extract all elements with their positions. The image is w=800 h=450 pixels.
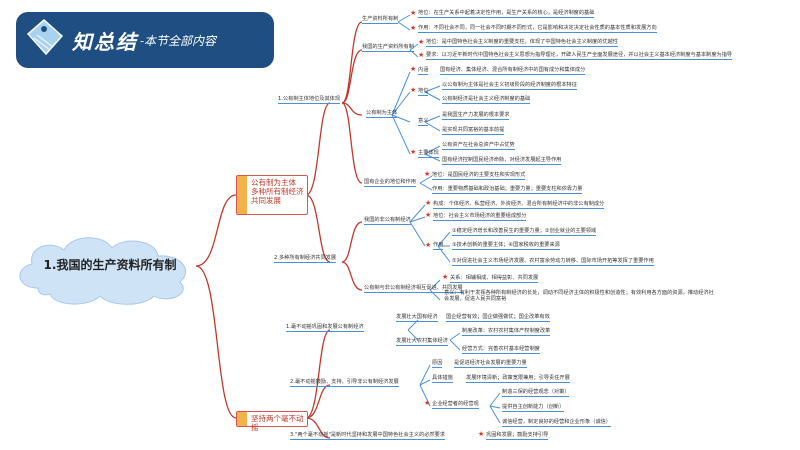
star-icon: ★ [410,148,417,156]
node-non-public-composition: 构成：个体经济、私营经济、外资经济、混合所有制经济中的非公有制成分 [433,201,605,209]
header-title: 知总结 [72,30,138,54]
node-position-item: 公有制经济是社会主义经济制度的基础 [442,96,531,104]
star-icon: ★ [418,51,425,59]
node-meaning-item: 是我国生产力发展的根本要求 [442,112,510,120]
node-state-owned-text: 国企经营有效；国企做强做优；国企改革有效 [446,314,550,322]
sub-multi-ownership[interactable]: 2.多种所有制经济共同发展 [274,255,337,263]
node-position-item: 以公有制为主体是社会主义初级阶段的经济制度的根本特征 [442,82,577,90]
sub-public-main-position[interactable]: 1.公有制主体地位及其体现 [278,96,341,104]
star-icon: ★ [410,24,417,32]
node-non-public-role-item: ①稳定经济增长和改善民生的重要力量；②创业就业的主要领域 [452,228,597,236]
node-prod-relation-status: 地位：在生产关系中起着决定性作用，是生产关系的核心，是经济制度的基础 [418,10,595,18]
node-non-public-role-item: ⑤对促进社会主义市场经济发展、农村富余劳动力转移、国际市场开拓等发挥了重要作用 [452,258,654,266]
price-tag-icon [26,19,64,56]
branch-public-ownership[interactable]: 公有制为主体 多种所有制经济共同发展 [236,175,308,215]
node-common-relation: 关系：相辅相成、相得益彰、共同发展 [450,275,539,283]
branch-tag [237,176,247,214]
branch-public-ownership-label: 公有制为主体 多种所有制经济共同发展 [251,178,304,205]
node-common-develop[interactable]: 公有制与非公有制经济相互促进、共同发展 [364,285,463,293]
root-cloud [19,237,187,305]
header-subtitle: -本节全部内容 [140,34,217,48]
star-icon: ★ [425,241,432,249]
node-china-system[interactable]: 我国的生产资料所有制 [362,44,414,52]
node-connotation: 内涵 [418,67,429,75]
star-icon: ★ [478,430,485,438]
node-prod-relation[interactable]: 生产资料所有制 [362,16,399,24]
node-reason[interactable]: 原因 [432,360,443,368]
star-icon: ★ [410,65,417,73]
node-measures[interactable]: 具体措施 [432,375,453,383]
star-icon: ★ [410,86,417,94]
node-position: 地位 [418,88,429,96]
node-common-meaning: 意义：有利于发挥各种所有制经济的长处，调动不同经济主体的积极性和创造性；有效利用… [444,290,714,302]
node-rural-collective[interactable]: 发展壮大农村集体经济 [396,338,448,346]
node-public-main[interactable]: 公有制为主体 [366,110,398,118]
star-icon: ★ [424,399,431,407]
root-topic: 1.我国的生产资料所有制 [43,258,177,272]
node-state-economy[interactable]: 国有企业的地位和作用 [364,179,416,187]
node-china-system-status: 地位：是中国特色社会主义制度的重要支柱，体现了中国特色社会主义制度的优越性 [426,39,618,47]
node-entrepreneur-item: 制造三保的经营观念（对策） [502,389,570,397]
node-entrepreneur[interactable]: 企业经营者的经营观 [432,401,479,409]
star-icon: ★ [424,170,431,178]
sub-necessity[interactable]: 3."两个毫不动摇"是新时代坚持和发展中国特色社会主义的必然要求 [290,432,445,440]
node-entrepreneur-item: 提供自主创新能力（创新） [502,404,565,412]
node-connotation-text: 国有经济、集体经济、混合所有制经济中的国有成分和集体成分 [440,67,586,75]
node-meaning: 意义 [418,118,429,126]
sub-non-public-encourage[interactable]: 2.毫不动摇鼓励、支持、引导非公有制经济发展 [290,379,399,387]
sub-public-consolidate[interactable]: 1.毫不动摇巩固和发展公有制经济 [286,324,364,332]
node-non-public-status: 地位：社会主义市场经济的重要组成部分 [433,213,527,221]
branch-two-unwavering-label: 坚持两个毫不动摇 [251,414,304,432]
node-non-public-role: 作用 [433,242,444,250]
star-icon: ★ [425,211,432,219]
node-non-public[interactable]: 我国的非公有制经济 [364,217,411,225]
branch-two-unwavering[interactable]: 坚持两个毫不动摇 [236,411,308,432]
node-prod-relation-role: 作用：不同社会不同，同一社会不同时期不同形式，它是影响和决定决定社会性质的基本性… [418,25,657,33]
node-rural-sub: 制度改革：农村农村集体产权制度改革 [462,328,551,336]
node-china-system-require: 要求：以习近平新时代中国特色社会主义思想为指导理论，开辟人民生产全面发展途径，并… [426,52,733,60]
node-non-public-role-item: ③技术创新的重要主体；④国家税收的重要来源 [452,242,560,250]
branch-tag [237,412,247,426]
star-icon: ★ [442,273,449,281]
node-state-economy-status: 地位：是国民经济的主要支柱和实现形式 [432,172,526,180]
star-icon: ★ [410,9,417,17]
node-entrepreneur-item: 诚信经营，制定良好的经营和企业形象（诚信） [502,419,611,427]
star-icon: ★ [418,38,425,46]
node-rural-sub: 经营方式：完善农村基本经营制度 [462,346,540,354]
node-embody-item: 公有资产在社会总资产中占优势 [442,142,515,150]
node-embody: 主要体现 [418,150,439,158]
star-icon: ★ [425,199,432,207]
node-state-economy-role: 作用：重要物质基础和政治基础；重要力量；重要支柱和依靠力量 [432,186,583,194]
node-necessity-text: 巩固和发展；鼓励支持引导 [486,432,549,440]
node-state-owned[interactable]: 发展壮大国有经济 [396,314,438,322]
node-reason-text: 是促进经济社会发展的重要力量 [454,360,527,368]
node-measures-text: 发展环境清新；政策宽限兼用；引导责任开展 [466,375,570,383]
node-meaning-item: 是实现共同富裕的基本前提 [442,127,505,135]
node-embody-item: 国有经济控制国民经济命脉，对经济发展起主导作用 [442,157,562,165]
